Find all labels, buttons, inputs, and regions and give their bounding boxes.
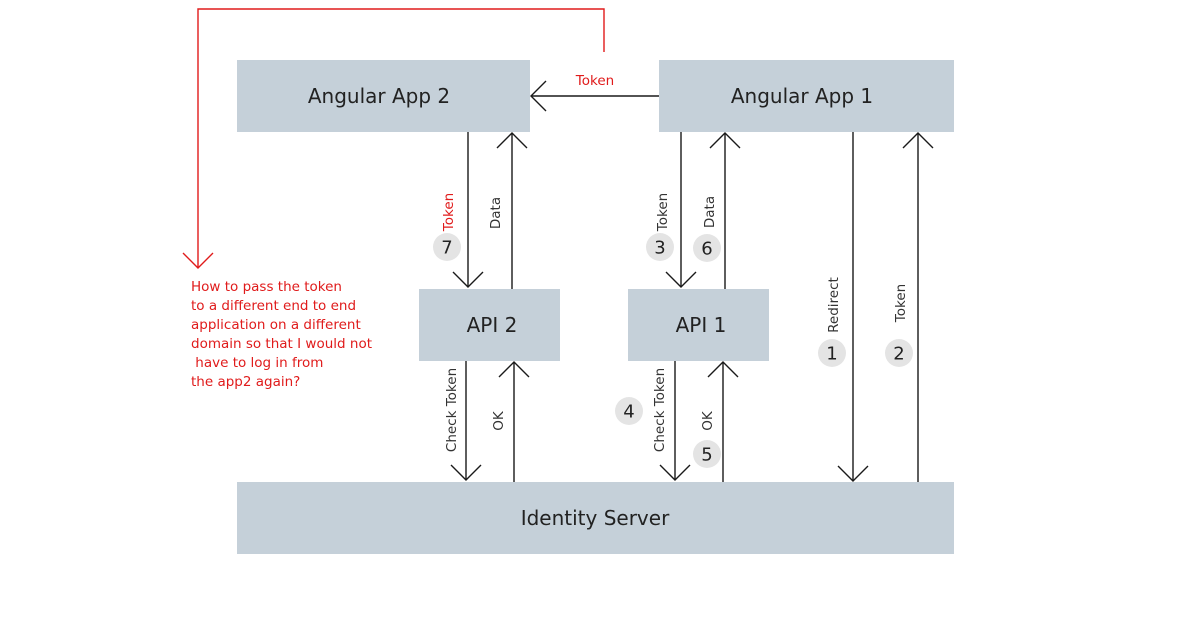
edge-api1-to-app1-data: Data <box>702 132 741 289</box>
node-identity-server-label: Identity Server <box>521 506 670 530</box>
node-api-1: API 1 <box>628 289 769 361</box>
edge-app1-to-ids-redirect: Redirect <box>826 132 869 482</box>
node-api-2-label: API 2 <box>467 313 518 337</box>
edge-app1-to-app2-token-label: Token <box>575 73 614 89</box>
question-note-line: domain so that I would not <box>191 336 372 352</box>
question-note-line: How to pass the token <box>191 279 342 295</box>
step-badge-3-number: 3 <box>654 238 665 259</box>
step-badge-5: 5 <box>693 440 721 468</box>
edge-app1-to-app2-token: Token <box>530 73 659 112</box>
edge-api2-to-app2-data: Data <box>488 132 528 289</box>
step-badge-6: 6 <box>693 234 721 262</box>
edge-app1-to-api1-token: Token <box>655 132 697 288</box>
edge-api1-to-ids-check-label: Check Token <box>652 368 668 452</box>
edge-ids-to-app1-token-label: Token <box>893 284 909 323</box>
step-badge-3: 3 <box>646 233 674 261</box>
edge-api1-to-app1-data-label: Data <box>702 196 718 228</box>
edge-api2-to-ids-check-label: Check Token <box>444 368 460 452</box>
edge-ids-to-app1-token: Token <box>893 132 934 482</box>
edge-api2-to-app2-data-label: Data <box>488 197 504 229</box>
question-note-line: application on a different <box>191 317 361 333</box>
node-identity-server: Identity Server <box>237 482 954 554</box>
step-badge-7: 7 <box>433 233 461 261</box>
edge-ids-to-api1-ok: OK <box>700 361 739 482</box>
step-badge-4-number: 4 <box>623 402 634 423</box>
edge-ids-to-api1-ok-label: OK <box>700 410 716 431</box>
node-api-2: API 2 <box>419 289 560 361</box>
question-loop-arrow <box>182 8 605 269</box>
step-badge-5-number: 5 <box>701 445 712 466</box>
step-badge-7-number: 7 <box>441 238 452 259</box>
question-note-line: the app2 again? <box>191 374 301 390</box>
step-badge-2-number: 2 <box>893 344 904 365</box>
edge-ids-to-api2-ok: OK <box>491 361 530 482</box>
edge-app1-to-ids-redirect-label: Redirect <box>826 277 842 333</box>
step-badge-1: 1 <box>818 339 846 367</box>
edge-api2-to-ids-check: Check Token <box>444 361 482 481</box>
node-angular-app-1-label: Angular App 1 <box>731 84 873 108</box>
step-badge-6-number: 6 <box>701 239 712 260</box>
node-api-1-label: API 1 <box>676 313 727 337</box>
edge-app2-to-api2-token-label: Token <box>441 193 457 232</box>
step-badge-1-number: 1 <box>826 344 837 365</box>
edge-ids-to-api2-ok-label: OK <box>491 410 507 431</box>
step-badge-2: 2 <box>885 339 913 367</box>
question-note: How to pass the token to a different end… <box>191 278 391 392</box>
node-angular-app-1: Angular App 1 <box>659 60 954 132</box>
edge-app2-to-api2-token: Token <box>441 132 484 288</box>
edge-app1-to-api1-token-label: Token <box>655 193 671 232</box>
node-angular-app-2-label: Angular App 2 <box>308 84 450 108</box>
step-badge-4: 4 <box>615 397 643 425</box>
edge-api1-to-ids-check: Check Token <box>652 361 691 481</box>
question-note-line: have to log in from <box>191 355 324 371</box>
node-angular-app-2: Angular App 2 <box>237 60 530 132</box>
question-note-line: to a different end to end <box>191 298 357 314</box>
